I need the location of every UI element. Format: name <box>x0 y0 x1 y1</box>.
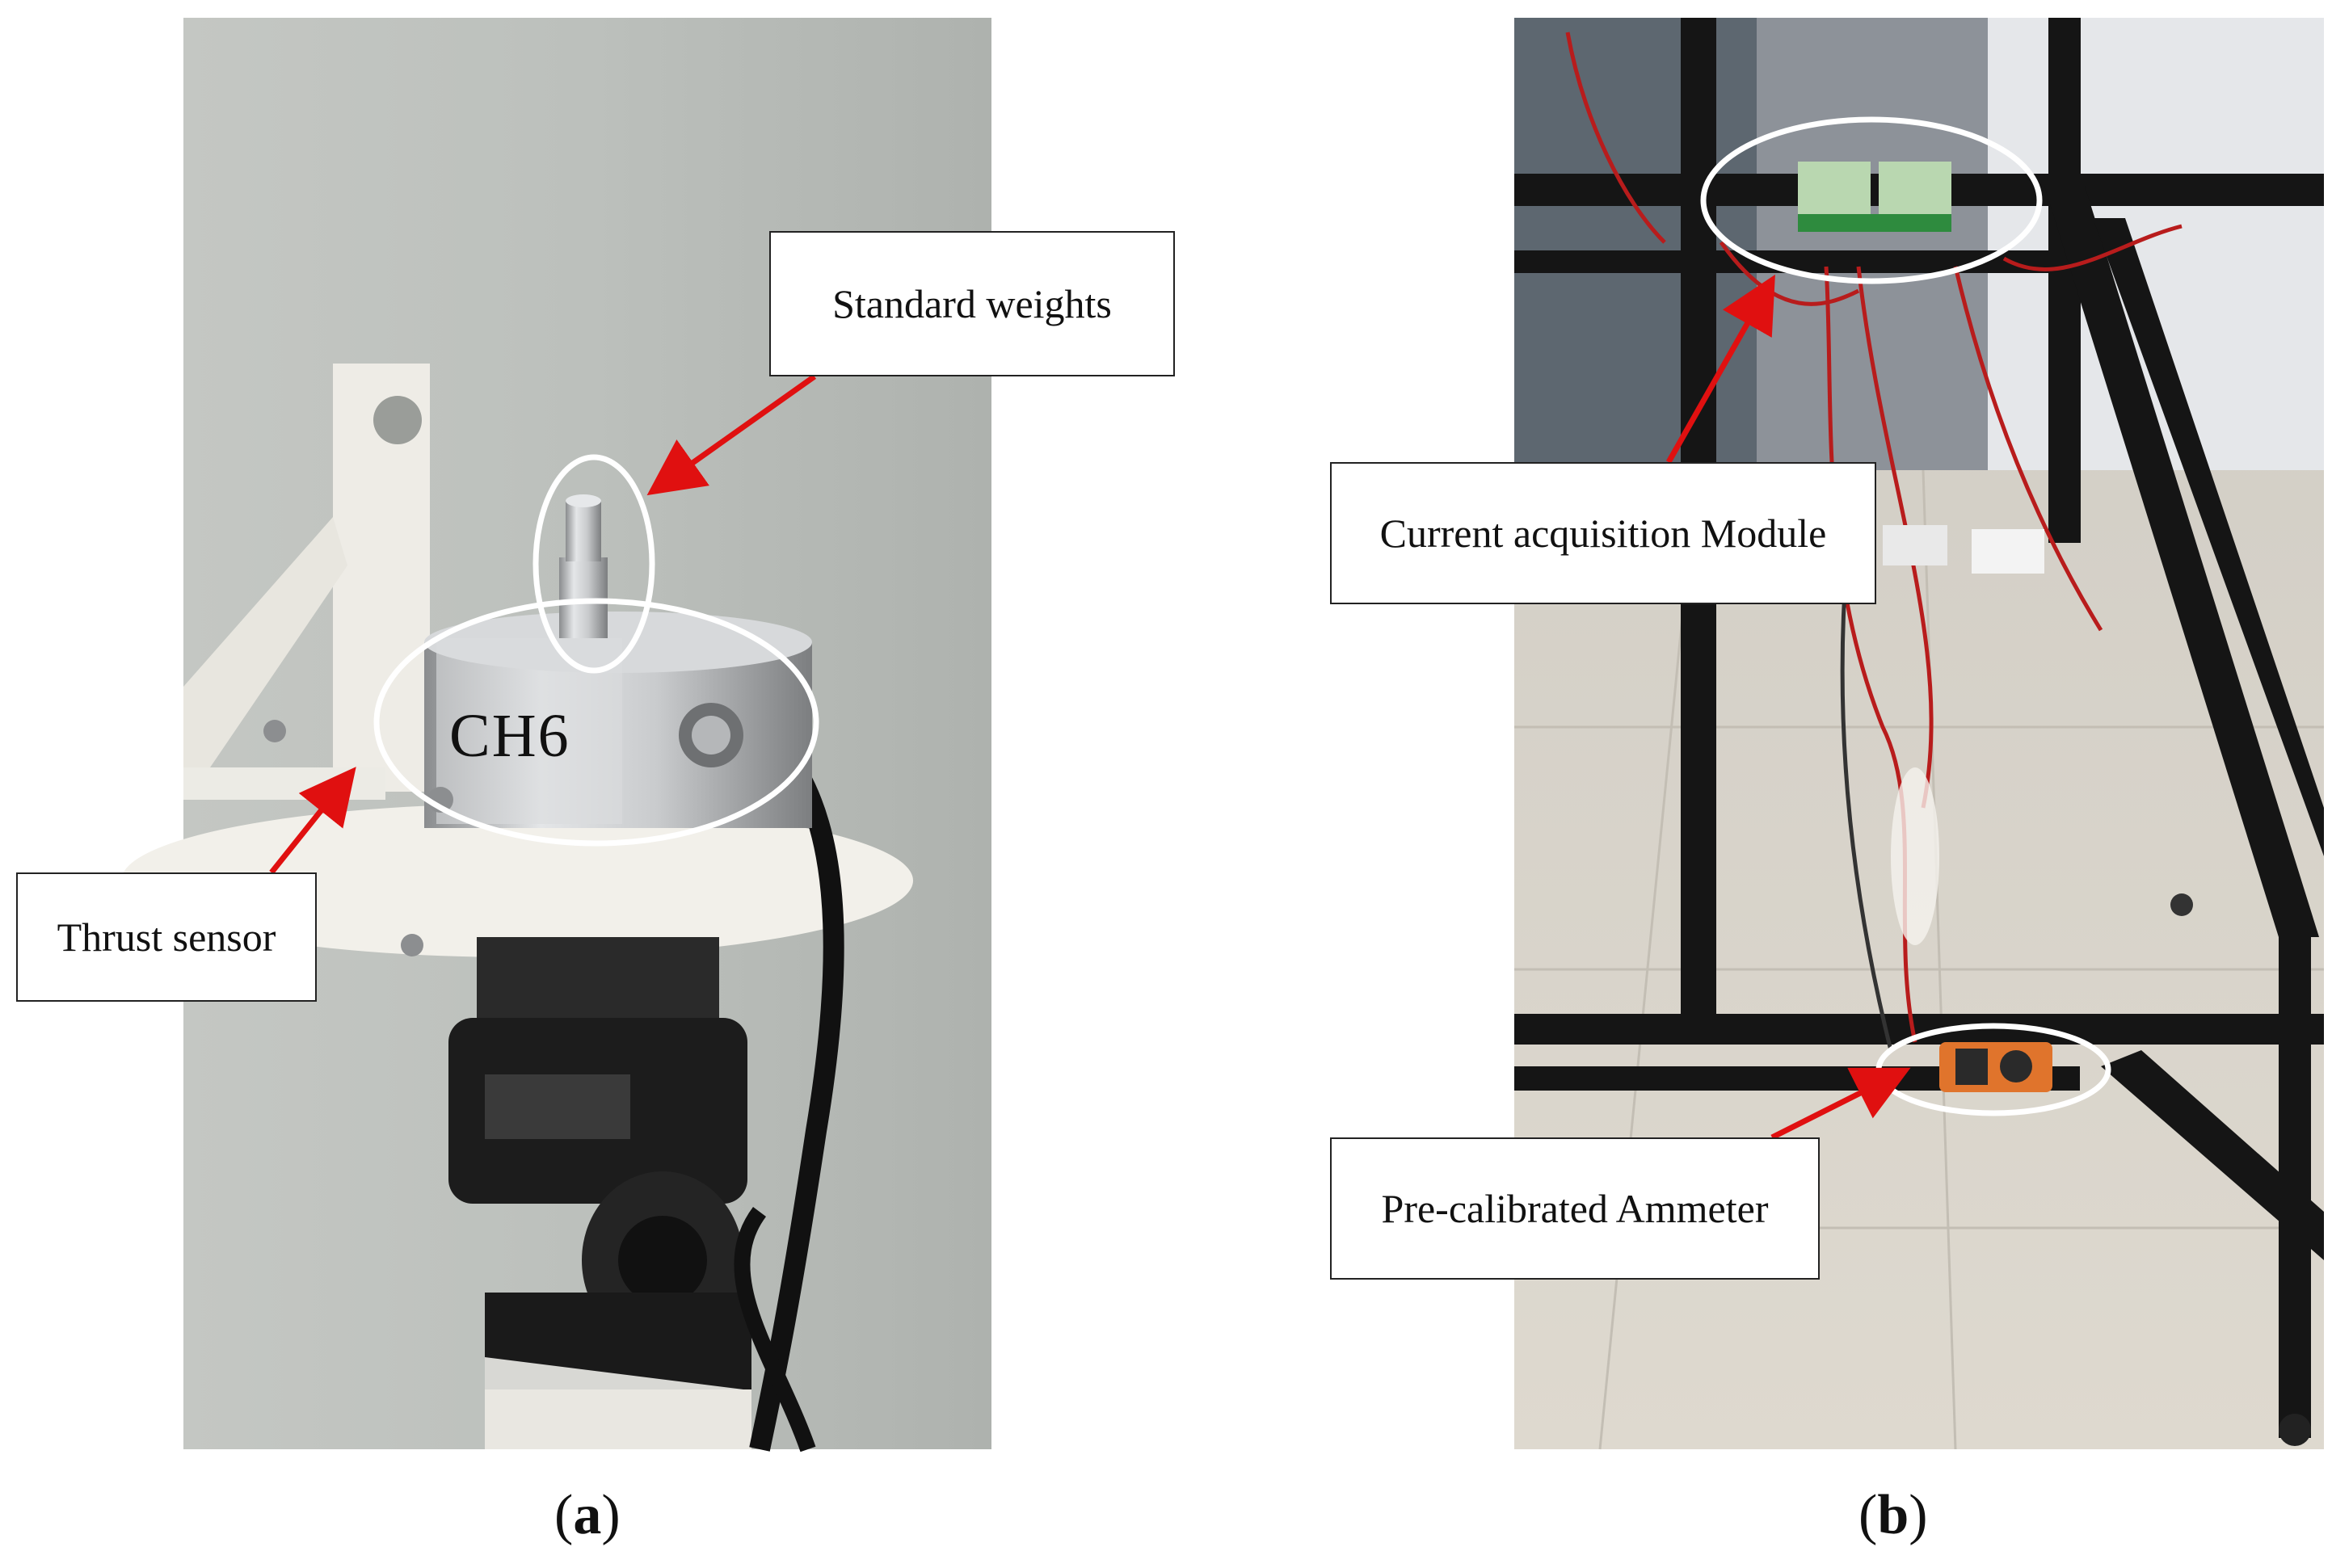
ellipse-current-module <box>1700 116 2043 284</box>
sensor-marking: CH6 <box>449 702 570 770</box>
caption-b: (b) <box>1858 1484 1928 1546</box>
arrow-ammeter <box>1770 1067 1911 1141</box>
caption-b-letter: b <box>1877 1484 1909 1546</box>
arrow-current-module <box>1665 274 1775 464</box>
label-standard-weights: Standard weights <box>769 231 1175 376</box>
ellipse-thrust-sensor <box>373 598 819 847</box>
arrow-standard-weights <box>646 374 817 496</box>
annotations <box>269 116 2111 1141</box>
ellipse-standard-weights <box>532 454 655 674</box>
arrow-thrust-sensor <box>269 767 356 875</box>
label-current-module: Current acquisition Module <box>1330 462 1876 604</box>
caption-a-letter: a <box>573 1484 602 1546</box>
caption-a: (a) <box>554 1484 621 1546</box>
label-ammeter: Pre-calibrated Ammeter <box>1330 1137 1820 1280</box>
label-thrust-sensor: Thrust sensor <box>16 872 317 1002</box>
